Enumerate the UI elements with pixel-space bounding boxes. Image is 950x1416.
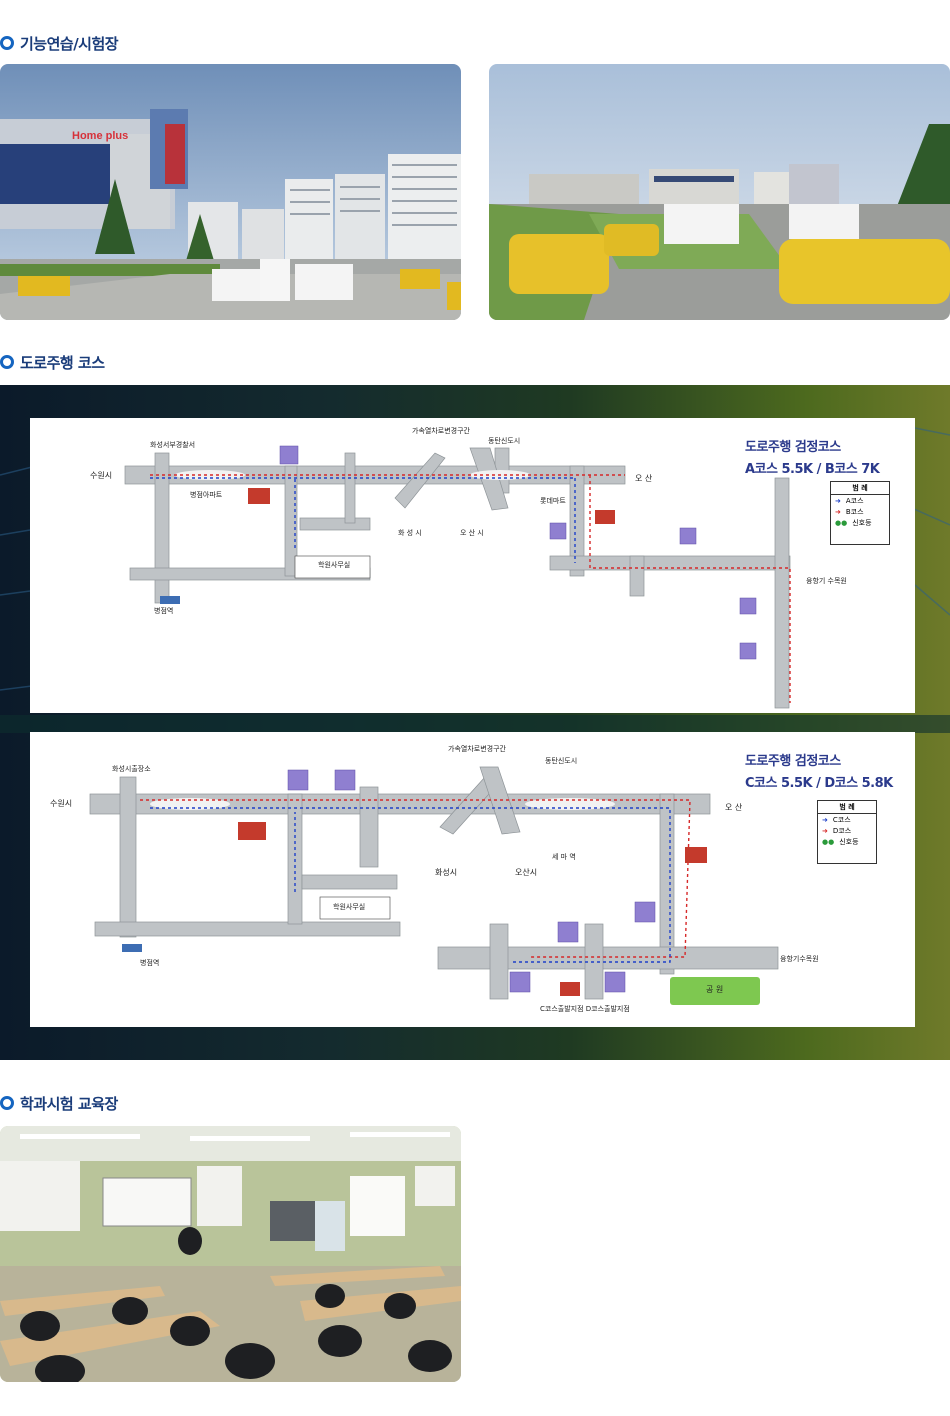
section-title-road-course: 도로주행 코스 [0, 351, 105, 373]
practice-photo-2 [489, 64, 950, 320]
practice-photo-1: Home plus [0, 64, 461, 320]
label-lane-change: 가속열차로변경구간 [412, 427, 470, 435]
classroom-photo [0, 1126, 461, 1382]
label-osan-city: 오산시 [515, 868, 538, 877]
label-hwaseong: 화성시 [435, 868, 458, 877]
label-police: 화성시출장소 [112, 765, 151, 773]
bullet-icon [0, 355, 14, 369]
label-station: 병점역 [140, 959, 160, 967]
label-apartment: 병점아파트 [190, 491, 223, 499]
label-park: 공 원 [706, 985, 724, 994]
label-lotte: 롯데마트 [540, 497, 566, 505]
label-office: 학원사무실 [333, 903, 366, 911]
label-office: 학원사무실 [318, 561, 351, 569]
legend-b: ➜B코스 [835, 507, 864, 516]
map-course-ab: 도로주행 검정코스 A코스 5.5K / B코스 7K 범 례 ➜A코스 ➜B코… [30, 418, 915, 713]
label-police: 화성서부경찰서 [150, 441, 196, 449]
bullet-icon [0, 36, 14, 50]
bullet-icon [0, 1096, 14, 1110]
road-course-maps: 도로주행 검정코스 A코스 5.5K / B코스 7K 범 례 ➜A코스 ➜B코… [0, 385, 950, 1060]
label-hwaseong: 화 성 시 [398, 529, 422, 537]
label-osan: 오 산 [725, 803, 743, 812]
map-ab-subtitle: A코스 5.5K / B코스 7K [745, 462, 880, 477]
label-osan-city: 오 산 시 [460, 529, 484, 537]
label-station: 병점역 [154, 607, 174, 615]
label-seryu: 세 마 역 [552, 853, 576, 861]
map-ab-title: 도로주행 검정코스 [745, 440, 841, 455]
legend-a: ➜A코스 [835, 496, 864, 505]
label-lane-change: 가속열차로변경구간 [448, 745, 506, 753]
map-course-cd: 도로주행 검정코스 C코스 5.5K / D코스 5.8K 범 례 ➜C코스 ➜… [30, 732, 915, 1027]
store-sign: Home plus [72, 130, 128, 142]
label-suwon: 수원시 [50, 799, 73, 808]
map-cd-legend: 범 례 ➜C코스 ➜D코스 ●●신호등 [817, 800, 877, 864]
map-cd-title: 도로주행 검정코스 [745, 754, 841, 769]
legend-signal: ●●신호등 [835, 518, 872, 527]
label-suwon: 수원시 [90, 471, 113, 480]
label-start: C코스출발지점 D코스출발지점 [540, 1005, 630, 1013]
section-title-classroom: 학과시험 교육장 [0, 1092, 118, 1114]
section-title-practice: 기능연습/시험장 [0, 32, 119, 54]
label-airport: 융항기 수목원 [806, 577, 847, 585]
map-ab-legend: 범 례 ➜A코스 ➜B코스 ●●신호등 [830, 481, 890, 545]
label-dongtan: 동탄신도시 [545, 757, 578, 765]
legend-d: ➜D코스 [822, 826, 852, 835]
label-osan: 오 산 [635, 474, 653, 483]
label-dongtan: 동탄신도시 [488, 437, 521, 445]
label-airport: 융항기수목원 [780, 955, 819, 963]
legend-c: ➜C코스 [822, 815, 851, 824]
legend-signal: ●●신호등 [822, 837, 859, 846]
map-cd-subtitle: C코스 5.5K / D코스 5.8K [745, 776, 893, 791]
